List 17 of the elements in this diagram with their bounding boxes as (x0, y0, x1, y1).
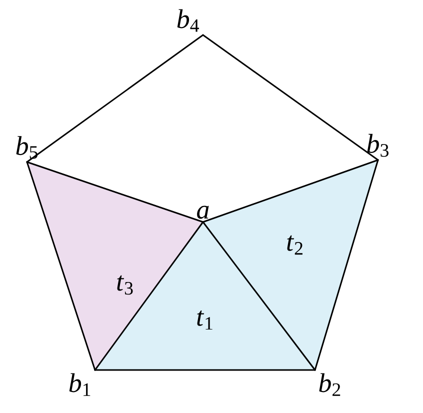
triangle-label: t$_{1}$ (197, 310, 212, 330)
line-segment (314, 159, 379, 371)
triangle-label: t$_{2}$ (287, 235, 302, 255)
vertex-label: b$_{4}$ (177, 9, 199, 32)
triangle-label: t$_{3}$ (117, 275, 133, 295)
line-segment (94, 369, 316, 371)
line-segment (26, 161, 204, 223)
line-segment (202, 159, 379, 223)
line-segment (202, 221, 316, 371)
line-segment (26, 34, 204, 163)
vertex-label: a (197, 206, 209, 219)
vertex-label: b$_{3}$ (367, 134, 388, 157)
line-segment (26, 161, 96, 371)
line-segment (202, 34, 379, 161)
vertex-label: b$_{1}$ (69, 373, 90, 396)
vertex-label: b$_{2}$ (319, 373, 340, 396)
line-segment (94, 221, 204, 371)
